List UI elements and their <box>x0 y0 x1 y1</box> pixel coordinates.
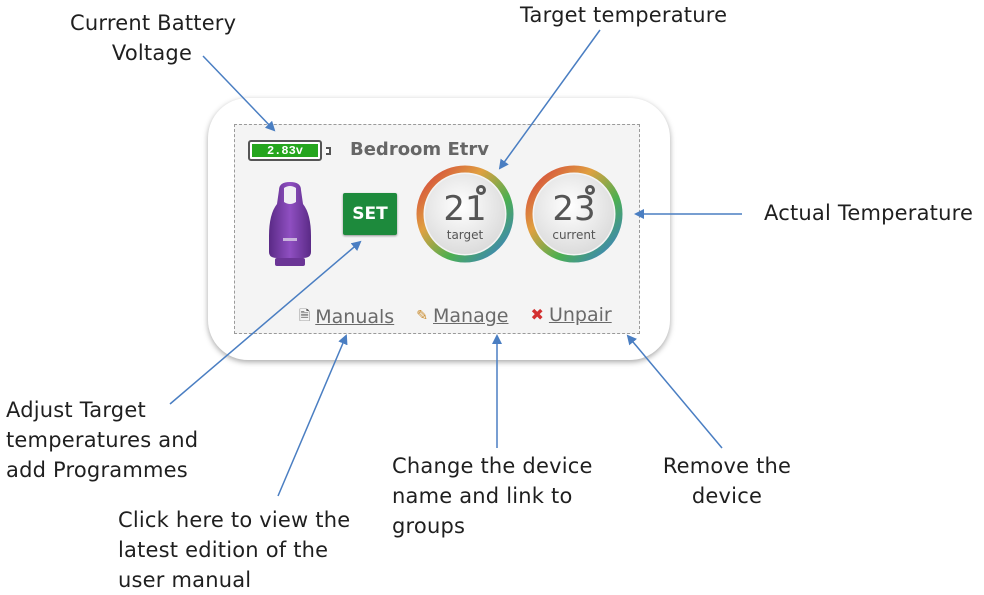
callout-line: groups <box>392 514 466 538</box>
document-icon: 🗎 <box>299 308 311 324</box>
manage-link-label: Manage <box>433 305 509 327</box>
callout-line: Target temperature <box>520 3 728 27</box>
device-card: 2.83v Bedroom Etrv SET <box>208 98 670 360</box>
callout-line: device <box>691 484 763 508</box>
current-temperature-dial: 23 current <box>525 165 623 263</box>
callout-line: Voltage <box>111 41 193 65</box>
callout-line: Current Battery <box>70 11 237 35</box>
battery-indicator: 2.83v <box>248 140 322 161</box>
pencil-icon: ✎ <box>416 308 428 324</box>
manuals-link-label: Manuals <box>315 306 395 328</box>
degree-icon <box>476 185 486 195</box>
callout-line: latest edition of the <box>118 538 329 562</box>
callout-target-temperature: Target temperature <box>520 0 727 30</box>
callout-battery-voltage: Current Battery Voltage <box>70 8 237 68</box>
callout-remove-device: Remove the device <box>660 451 794 511</box>
current-dial-ring <box>525 165 623 263</box>
callout-adjust-target: Adjust Target temperatures and add Progr… <box>6 395 198 485</box>
target-label: target <box>446 228 484 242</box>
battery-voltage: 2.83v <box>252 144 318 158</box>
unpair-link[interactable]: ✖ Unpair <box>531 304 612 326</box>
callout-line: Adjust Target <box>6 398 146 422</box>
current-temperature-value: 23 <box>552 189 596 229</box>
device-panel: 2.83v Bedroom Etrv SET <box>234 124 640 334</box>
callout-user-manual: Click here to view the latest edition of… <box>118 505 350 595</box>
callout-line: Remove the <box>662 454 792 478</box>
callout-line: name and link to <box>392 484 573 508</box>
manuals-link[interactable]: 🗎 Manuals <box>299 305 394 329</box>
target-dial-ring <box>416 165 514 263</box>
set-button[interactable]: SET <box>343 193 397 235</box>
callout-actual-temperature: Actual Temperature <box>764 198 973 228</box>
callout-line: Change the device <box>392 454 593 478</box>
close-icon: ✖ <box>530 305 544 324</box>
arrow-manual <box>277 334 348 497</box>
callout-change-device: Change the device name and link to group… <box>392 451 593 541</box>
target-temperature-dial[interactable]: 21 target <box>416 165 514 263</box>
callout-line: user manual <box>118 568 252 592</box>
target-temperature-value: 21 <box>443 189 487 229</box>
callout-line: Click here to view the <box>118 508 351 532</box>
callout-line: add Programmes <box>6 458 188 482</box>
degree-icon <box>585 185 595 195</box>
current-label: current <box>552 228 596 242</box>
manage-link[interactable]: ✎ Manage <box>416 305 508 327</box>
callout-line: temperatures and <box>6 428 199 452</box>
unpair-link-label: Unpair <box>548 303 612 326</box>
trv-device-icon <box>269 182 311 266</box>
device-name: Bedroom Etrv <box>350 139 489 160</box>
battery-terminal <box>326 147 331 155</box>
device-actions: 🗎 Manuals ✎ Manage ✖ Unpair <box>299 303 628 329</box>
callout-line: Actual Temperature <box>764 201 974 225</box>
